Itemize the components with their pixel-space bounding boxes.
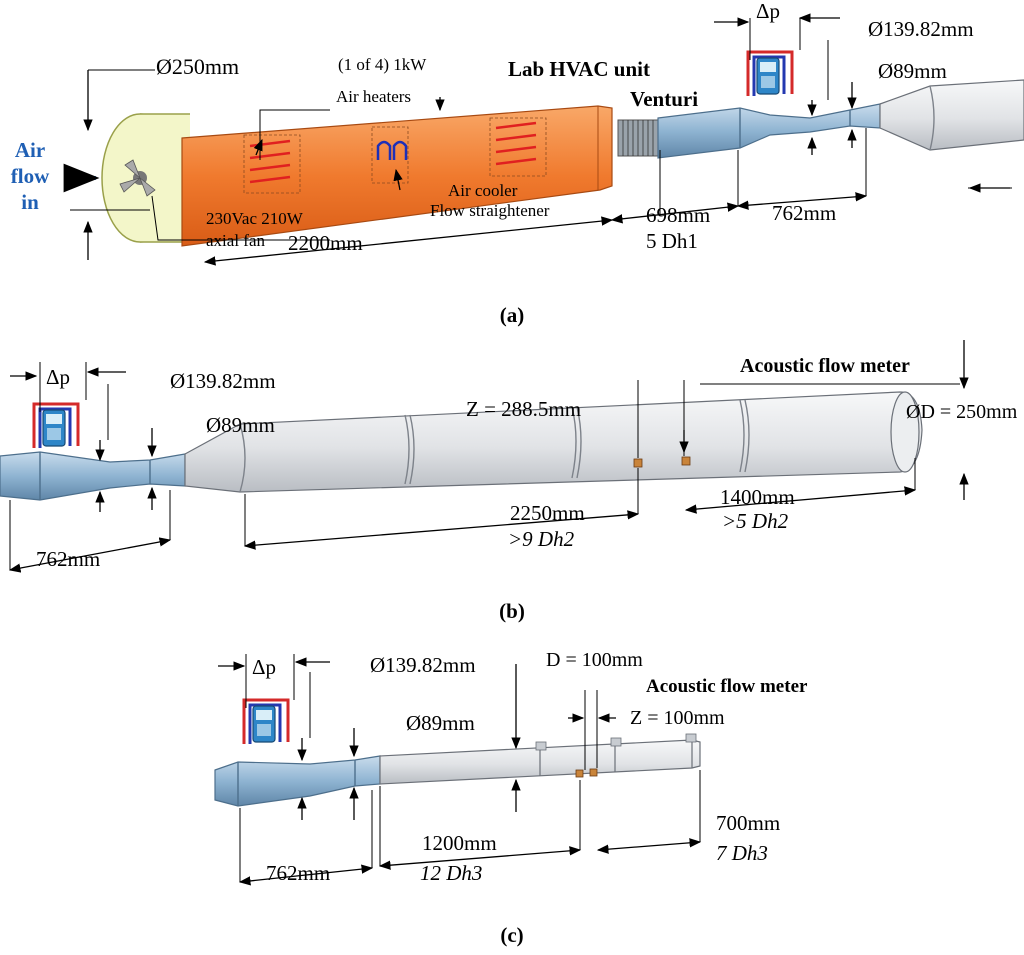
- dp-manometer-c: [242, 698, 290, 746]
- label-dia-89-c: Ø89mm: [406, 711, 475, 735]
- label-cooler: Air cooler: [448, 181, 518, 200]
- label-dh3b: 12 Dh3: [420, 861, 482, 885]
- label-2200: 2200mm: [288, 231, 363, 255]
- label-hvac-unit: Lab HVAC unit: [508, 57, 650, 81]
- label-d100: D = 100mm: [546, 649, 643, 671]
- venturi-a: [657, 103, 881, 159]
- label-698: 698mm: [646, 203, 710, 227]
- dim-762-b: [8, 490, 172, 573]
- dim-1200: [378, 780, 582, 870]
- label-700: 700mm: [716, 811, 780, 835]
- acoustic-transducers-c: [575, 768, 598, 778]
- label-dia-89-b: Ø89mm: [206, 413, 275, 437]
- dp-manometer-b: [32, 402, 80, 450]
- label-acoustic-b: Acoustic flow meter: [740, 355, 910, 377]
- label-2250: 2250mm: [510, 501, 585, 525]
- test-pipe-100: [379, 733, 701, 785]
- label-dh3a: 7 Dh3: [716, 841, 768, 865]
- dim-dia-250: [70, 69, 155, 260]
- air-heater-2: [489, 117, 547, 177]
- fan-icon: [119, 159, 156, 197]
- venturi-b: [0, 451, 186, 501]
- label-1400: 1400mm: [720, 485, 795, 509]
- dim-762-c: [238, 790, 374, 886]
- label-straightener: Flow straightener: [430, 201, 550, 220]
- caption-a: (a): [500, 303, 525, 327]
- label-acoustic-c: Acoustic flow meter: [646, 676, 808, 697]
- label-dp-c: Δp: [252, 655, 276, 679]
- label-dh2a: >9 Dh2: [508, 527, 575, 551]
- acoustic-transducers-b: [633, 456, 691, 468]
- label-dia-139-c: Ø139.82mm: [370, 653, 476, 677]
- label-1200: 1200mm: [422, 831, 497, 855]
- svg-text:in: in: [21, 190, 39, 214]
- label-venturi: Venturi: [630, 87, 698, 111]
- label-dia-89-a: Ø89mm: [878, 59, 947, 83]
- panel-c: Δp Ø139.82mm D = 100mm Acoustic flow met…: [214, 649, 808, 947]
- flow-straightener: [617, 119, 659, 157]
- svg-text:Air: Air: [15, 138, 45, 162]
- label-dp-a: Δp: [756, 0, 780, 23]
- label-762-c: 762mm: [266, 861, 330, 885]
- label-dia-139-b: Ø139.82mm: [170, 369, 276, 393]
- label-dh1: 5 Dh1: [646, 229, 698, 253]
- label-fan-1: 230Vac 210W: [206, 209, 304, 228]
- label-dp-b: Δp: [46, 365, 70, 389]
- air-cooler-coil: [371, 126, 409, 184]
- svg-text:flow: flow: [11, 164, 50, 188]
- venturi-c: [214, 755, 381, 807]
- outlet-pipe-a: [879, 79, 1024, 151]
- caption-b: (b): [499, 599, 525, 623]
- panel-b: Δp Ø139.82mm Ø89mm Z = 288.5mm Acoustic …: [0, 340, 1018, 623]
- dim-2250: [243, 468, 640, 550]
- dp-manometer-a: [746, 50, 794, 98]
- air-flow-in-label: Air flow in: [11, 138, 50, 214]
- label-z-b: Z = 288.5mm: [466, 397, 581, 421]
- label-fan-2: axial fan: [206, 231, 265, 250]
- label-heaters-1: (1 of 4) 1kW: [338, 55, 427, 74]
- dim-2200: [203, 216, 614, 266]
- label-762-a: 762mm: [772, 201, 836, 225]
- label-dia-139-a: Ø139.82mm: [868, 17, 974, 41]
- label-dia-d: ØD = 250mm: [906, 401, 1018, 423]
- panel-a: Air flow in Ø250mm (1 of 4) 1kW Air heat…: [11, 0, 1024, 327]
- air-heater-1: [243, 134, 301, 194]
- dim-762-a: [736, 128, 868, 210]
- label-762-b: 762mm: [36, 547, 100, 571]
- dim-1400: [684, 458, 917, 514]
- label-heaters-2: Air heaters: [336, 87, 411, 106]
- dim-700: [596, 770, 702, 854]
- test-pipe-250: [184, 391, 923, 493]
- caption-c: (c): [500, 923, 523, 947]
- label-dh2b: >5 Dh2: [722, 509, 789, 533]
- label-dia-250: Ø250mm: [156, 54, 239, 79]
- label-z-c: Z = 100mm: [630, 707, 725, 729]
